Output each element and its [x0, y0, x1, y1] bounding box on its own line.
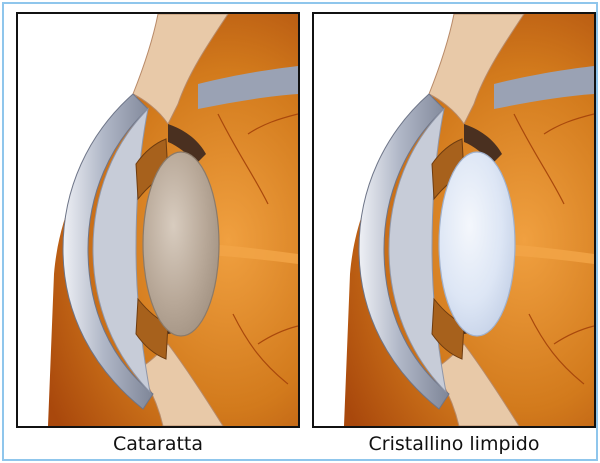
eye-panel-cataract [16, 12, 300, 428]
caption-cataract: Cataratta [16, 432, 300, 456]
lens-clear [439, 152, 515, 336]
eye-illustration-cataract [18, 14, 298, 426]
lens-cataract [143, 152, 219, 336]
eye-illustration-clear [314, 14, 594, 426]
eye-panel-clear [312, 12, 596, 428]
caption-clear-lens: Cristallino limpido [312, 432, 596, 456]
